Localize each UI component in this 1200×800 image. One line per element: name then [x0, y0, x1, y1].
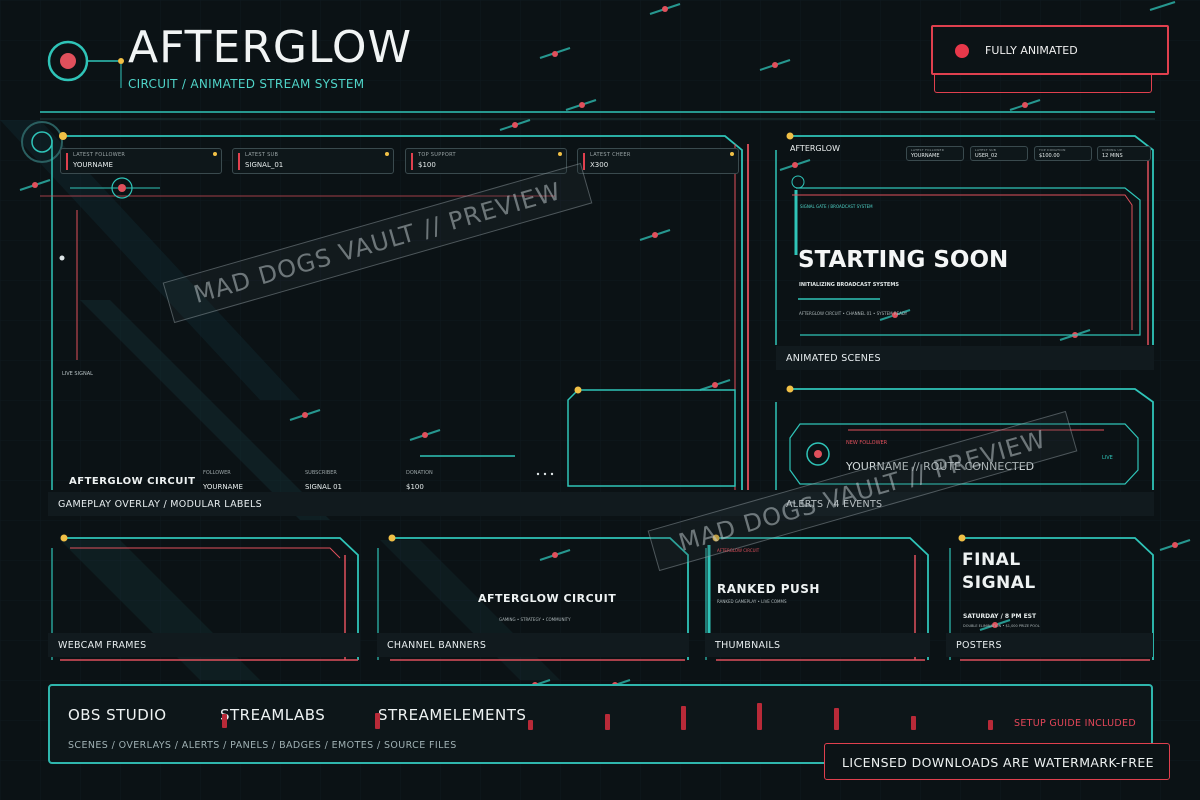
- gameplay-caption: GAMEPLAY OVERLAY / MODULAR LABELS: [48, 492, 1154, 516]
- gameplay-brand: AFTERGLOW CIRCUIT: [69, 476, 196, 487]
- webcam-frames-caption: WEBCAM FRAMES: [48, 633, 360, 657]
- record-dot-icon: [955, 44, 969, 58]
- accent-bar: [66, 153, 68, 170]
- stat-key: TOP SUPPORT: [418, 152, 456, 158]
- stat-key: LATEST FOLLOWER: [73, 152, 126, 158]
- stat-value: SIGNAL_01: [245, 161, 284, 169]
- scene-stat: TOP DONATION $100.00: [1034, 146, 1092, 161]
- stat-key: LATEST FOLLOWER: [911, 148, 945, 152]
- license-note: LICENSED DOWNLOADS ARE WATERMARK-FREE: [824, 743, 1170, 780]
- thumbnail-title: RANKED PUSH: [717, 582, 820, 596]
- setup-guide-note: SETUP GUIDE INCLUDED: [1014, 718, 1136, 729]
- software-obs: OBS STUDIO: [68, 706, 167, 724]
- eq-bar: [528, 720, 533, 730]
- accent-bar: [411, 153, 413, 170]
- fully-animated-badge: FULLY ANIMATED: [931, 25, 1169, 75]
- status-pip-icon: [730, 152, 734, 156]
- stat-value: $100: [418, 161, 436, 169]
- thumbnails-caption: THUMBNAILS: [705, 633, 930, 657]
- eq-bar: [681, 706, 686, 730]
- eq-bar: [988, 720, 993, 730]
- info-key: FOLLOWER: [203, 470, 231, 476]
- stat-key: LATEST CHEER: [590, 152, 631, 158]
- badge-label: FULLY ANIMATED: [985, 44, 1078, 57]
- alerts-caption: ALERTS / 4 EVENTS: [786, 499, 883, 510]
- scenes-tagline: INITIALIZING BROADCAST SYSTEMS: [799, 282, 899, 288]
- stat-key: COMING UP: [1102, 148, 1123, 152]
- posters-caption: POSTERS: [946, 633, 1153, 657]
- scenes-kicker: SIGNAL GATE / BROADCAST SYSTEM: [800, 204, 873, 209]
- channel-banners-caption: CHANNEL BANNERS: [377, 633, 689, 657]
- poster-title-line1: FINAL: [962, 550, 1021, 570]
- stat-value: $100.00: [1039, 153, 1060, 159]
- eq-bar: [222, 714, 227, 728]
- eq-bar: [757, 703, 762, 730]
- info-value: SIGNAL 01: [305, 483, 342, 491]
- stat-key: TOP DONATION: [1039, 148, 1066, 152]
- scenes-caption: ANIMATED SCENES: [776, 346, 1154, 370]
- stat-key: LATEST SUB: [245, 152, 279, 158]
- info-value: $100: [406, 483, 424, 491]
- info-value: YOURNAME: [203, 483, 243, 491]
- scene-stat: LATEST SUB USER_02: [970, 146, 1028, 161]
- poster-fine-print: DOUBLE ELIMINATION • $1,000 PRIZE POOL: [963, 624, 1040, 628]
- software-streamelements: STREAMELEMENTS: [378, 706, 527, 724]
- live-signal-label: LIVE SIGNAL: [62, 371, 93, 377]
- poster-date: SATURDAY / 8 PM EST: [963, 613, 1037, 620]
- page-subtitle: CIRCUIT / ANIMATED STREAM SYSTEM: [128, 77, 365, 91]
- alert-kicker: NEW FOLLOWER: [846, 440, 888, 446]
- banner-title: AFTERGLOW CIRCUIT: [478, 592, 617, 605]
- alert-message: YOURNAME // ROUTE CONNECTED: [846, 460, 1035, 473]
- scenes-footer: AFTERGLOW CIRCUIT • CHANNEL 01 • SYSTEM …: [799, 311, 908, 316]
- stat-value: 12 MINS: [1102, 153, 1123, 159]
- status-pip-icon: [385, 152, 389, 156]
- stat-value: USER_02: [975, 153, 998, 159]
- page-title: AFTERGLOW: [128, 22, 413, 73]
- scenes-brand: AFTERGLOW: [790, 144, 841, 153]
- software-streamlabs: STREAMLABS: [220, 706, 326, 724]
- stat-latest-follower: LATEST FOLLOWER YOURNAME: [60, 148, 222, 174]
- stat-latest-cheer: LATEST CHEER X300: [577, 148, 739, 174]
- banner-sub: GAMING • STRATEGY • COMMUNITY: [499, 617, 571, 622]
- thumbnail-sub: RANKED GAMEPLAY • LIVE COMMS: [717, 599, 787, 604]
- stat-value: X300: [590, 161, 609, 169]
- stat-value: YOURNAME: [73, 161, 113, 169]
- alert-live-tag: LIVE: [1102, 455, 1113, 461]
- scene-stat: LATEST FOLLOWER YOURNAME: [906, 146, 964, 161]
- accent-bar: [583, 153, 585, 170]
- accent-bar: [238, 153, 240, 170]
- info-key: DONATION: [406, 470, 433, 476]
- eq-bar: [834, 708, 839, 730]
- status-pip-icon: [213, 152, 217, 156]
- stat-top-support: TOP SUPPORT $100: [405, 148, 567, 174]
- stat-value: YOURNAME: [911, 153, 940, 159]
- header-logo-icon: [48, 41, 88, 81]
- thumbnail-kicker: AFTERGLOW CIRCUIT: [717, 548, 760, 553]
- status-pip-icon: [558, 152, 562, 156]
- stat-key: LATEST SUB: [975, 148, 997, 152]
- eq-bar: [375, 713, 380, 729]
- eq-bar: [911, 716, 916, 730]
- scene-stat: COMING UP 12 MINS: [1097, 146, 1151, 161]
- starting-soon-headline: STARTING SOON: [798, 247, 1009, 273]
- stat-latest-sub: LATEST SUB SIGNAL_01: [232, 148, 394, 174]
- eq-bar: [605, 714, 610, 730]
- poster-title-line2: SIGNAL: [962, 573, 1036, 593]
- info-key: SUBSCRIBER: [305, 470, 337, 476]
- badge-tab: [934, 75, 1152, 93]
- included-tags: SCENES / OVERLAYS / ALERTS / PANELS / BA…: [68, 740, 457, 751]
